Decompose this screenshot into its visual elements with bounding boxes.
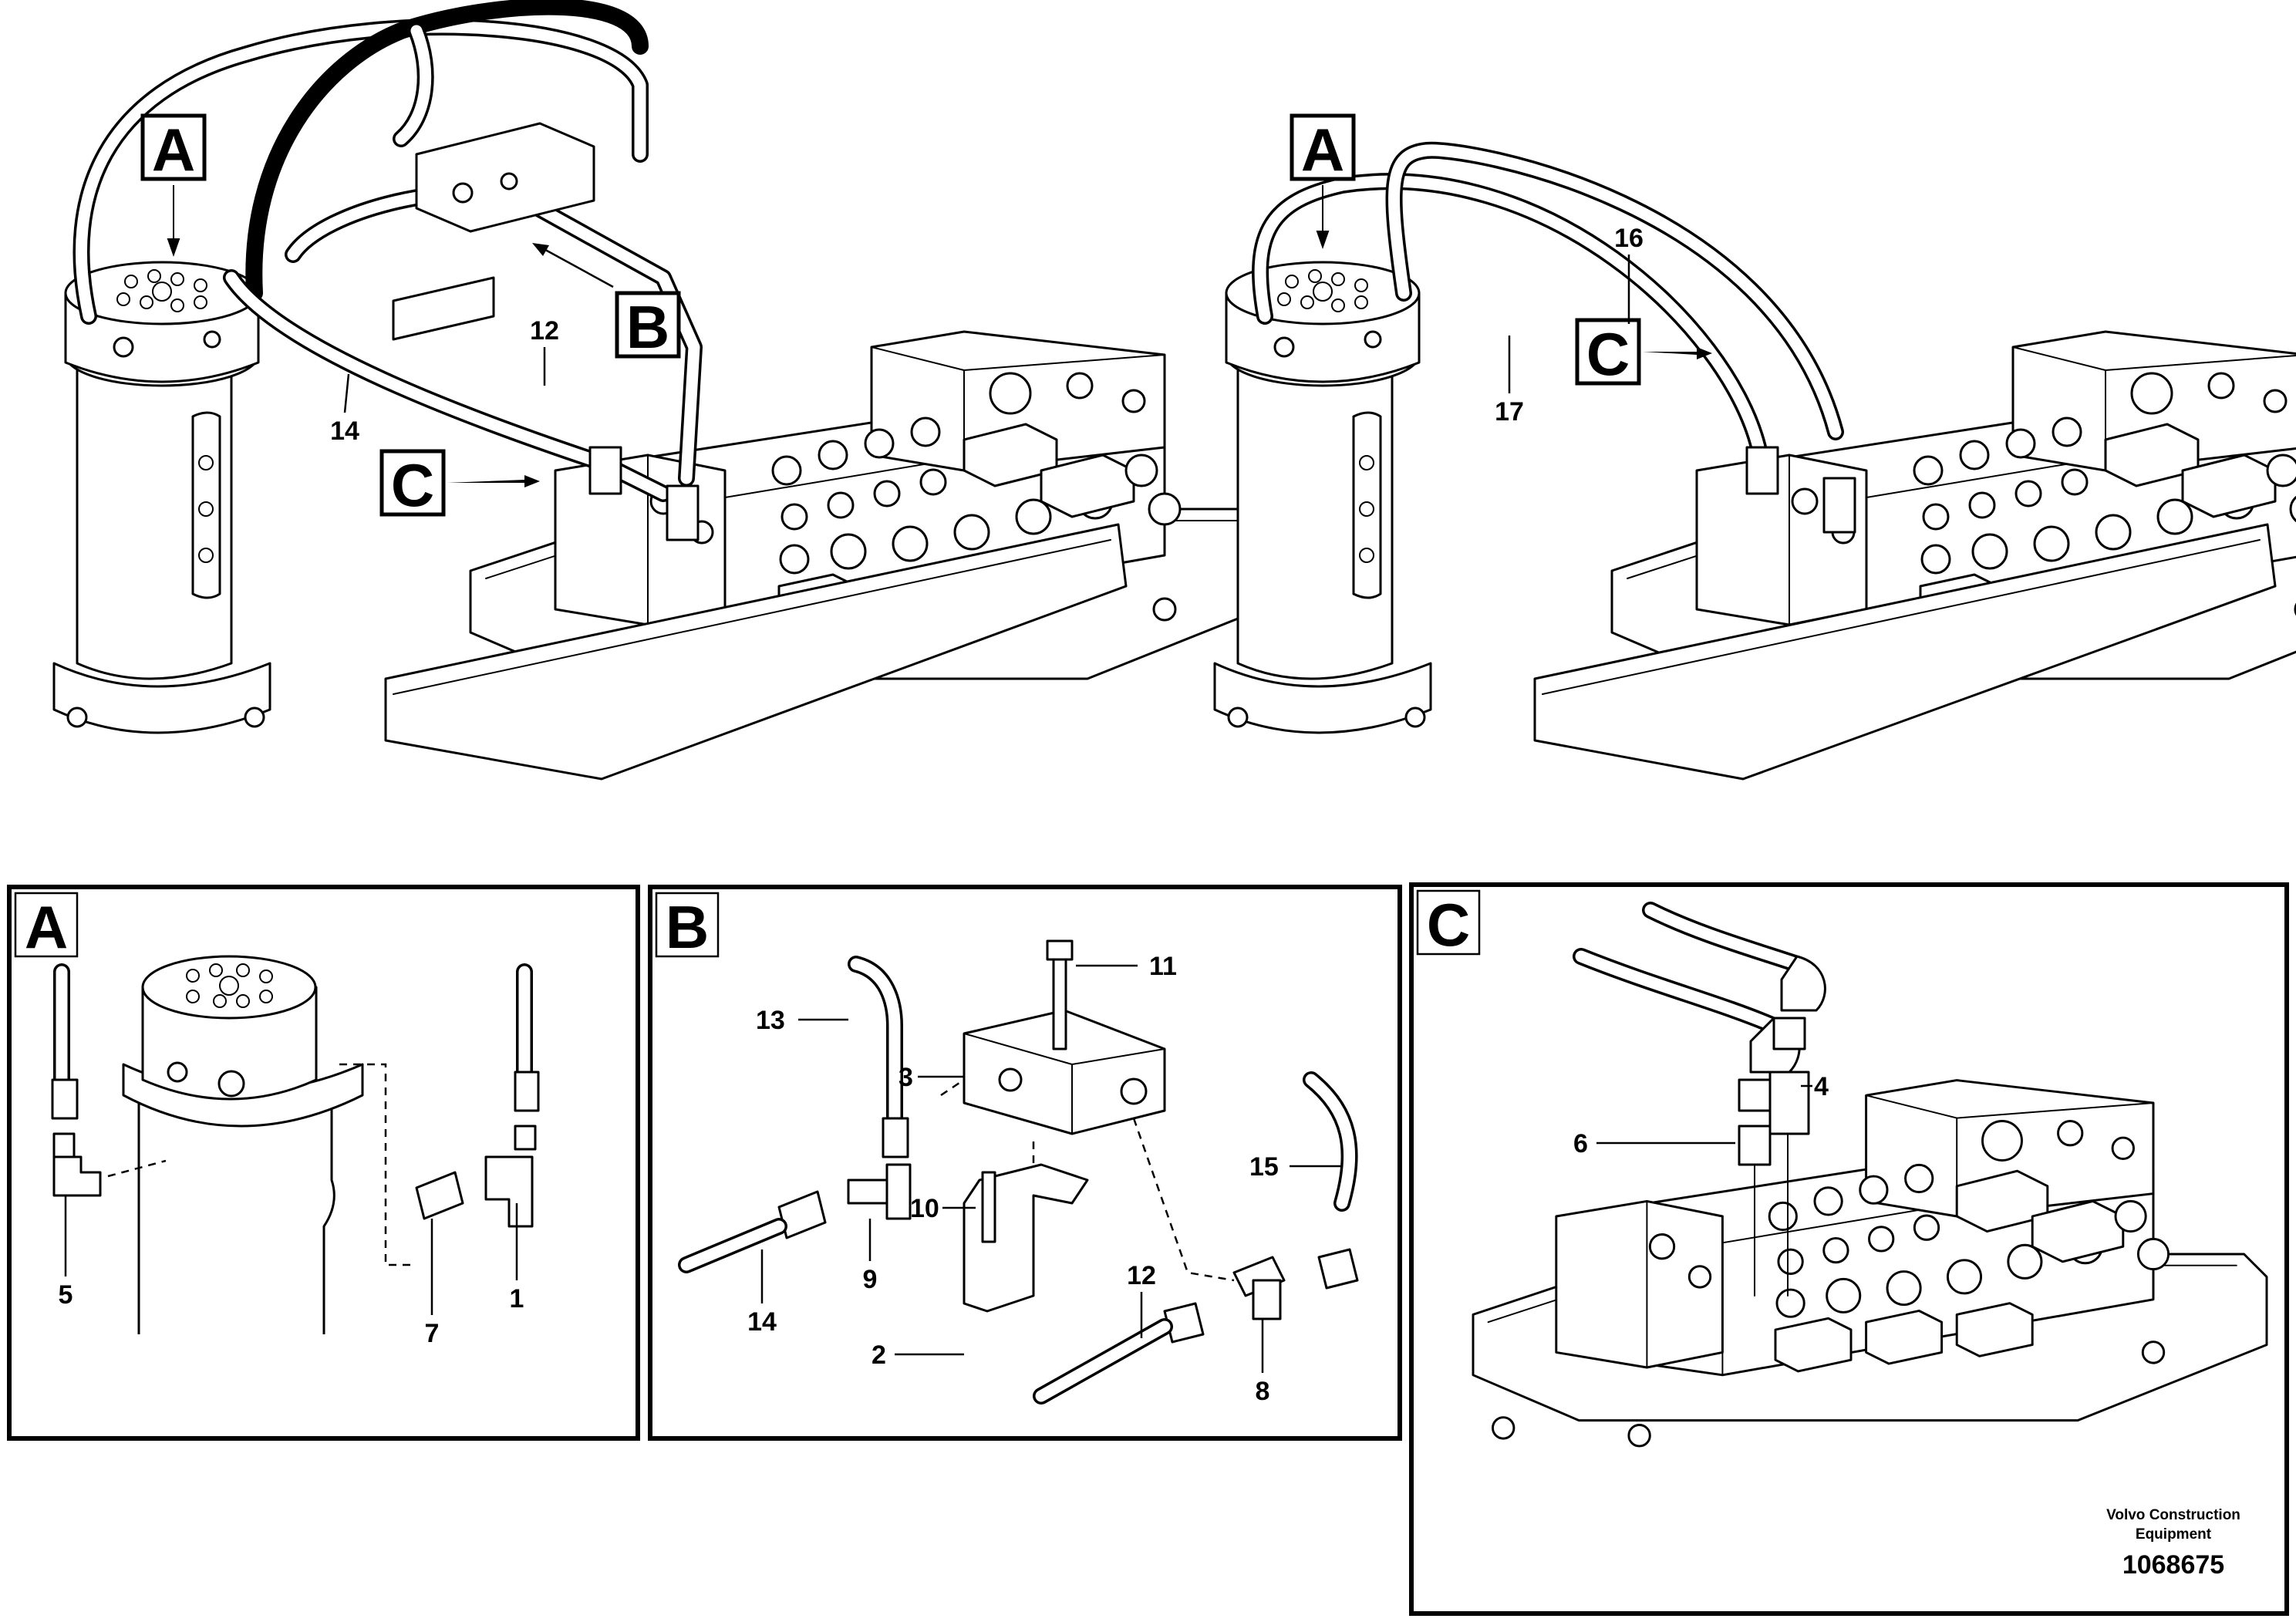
part-label-11: 11 — [1149, 952, 1177, 981]
callout-b-top-left: B — [532, 243, 681, 361]
document-number: 1068675 — [2122, 1550, 2224, 1580]
part-label-14-detail: 14 — [747, 1307, 777, 1337]
svg-text:B: B — [666, 893, 709, 961]
part-label-17: 17 — [1495, 397, 1524, 427]
part-label-12-top: 12 — [530, 316, 559, 346]
detail-c-drawing — [1472, 902, 2268, 1448]
panel-tag-b: B — [655, 892, 720, 961]
part-label-15: 15 — [1249, 1152, 1279, 1182]
callout-c-top-right: C — [1575, 318, 1712, 388]
assembly-main-left — [52, 0, 1282, 781]
hoses-right — [1252, 141, 1844, 456]
brand-line-1: Volvo Construction — [2106, 1507, 2240, 1523]
detail-panel-b — [648, 885, 1402, 1441]
svg-text:C: C — [1586, 320, 1630, 388]
panel-tag-c: C — [1416, 889, 1481, 959]
part-label-5: 5 — [59, 1280, 73, 1310]
part-label-2: 2 — [872, 1340, 886, 1370]
callout-a-top-right: A — [1290, 113, 1356, 250]
svg-text:A: A — [1301, 116, 1344, 184]
assembly-main-right — [1213, 141, 2296, 781]
detail-panel-a — [7, 885, 640, 1441]
part-label-7: 7 — [425, 1319, 440, 1348]
part-label-4: 4 — [1814, 1072, 1829, 1101]
part-label-12-detail: 12 — [1127, 1261, 1156, 1290]
part-label-10: 10 — [910, 1194, 939, 1223]
part-label-14-top: 14 — [330, 416, 359, 446]
brand-line-2: Equipment — [2136, 1526, 2212, 1543]
detail-a-drawing — [51, 955, 540, 1334]
callout-c-top-left: C — [379, 449, 540, 519]
part-label-6: 6 — [1573, 1129, 1588, 1158]
svg-text:C: C — [391, 451, 434, 519]
svg-text:A: A — [152, 116, 195, 184]
part-label-8: 8 — [1256, 1377, 1270, 1406]
part-labels: 12 14 16 17 5 7 1 11 13 3 15 10 9 12 14 … — [59, 224, 1829, 1406]
callout-a-top-left: A — [140, 113, 207, 258]
svg-text:C: C — [1427, 891, 1470, 959]
part-label-1: 1 — [510, 1284, 524, 1313]
svg-text:A: A — [25, 893, 68, 961]
part-label-3: 3 — [899, 1063, 913, 1092]
svg-text:B: B — [626, 293, 669, 361]
detail-b-drawing — [678, 939, 1359, 1404]
part-label-13: 13 — [756, 1006, 785, 1035]
panel-tag-a: A — [14, 892, 79, 961]
part-label-16: 16 — [1614, 224, 1644, 253]
volvo-brand-block: Volvo Construction Equipment 1068675 — [2106, 1507, 2240, 1580]
part-label-9: 9 — [863, 1265, 878, 1294]
